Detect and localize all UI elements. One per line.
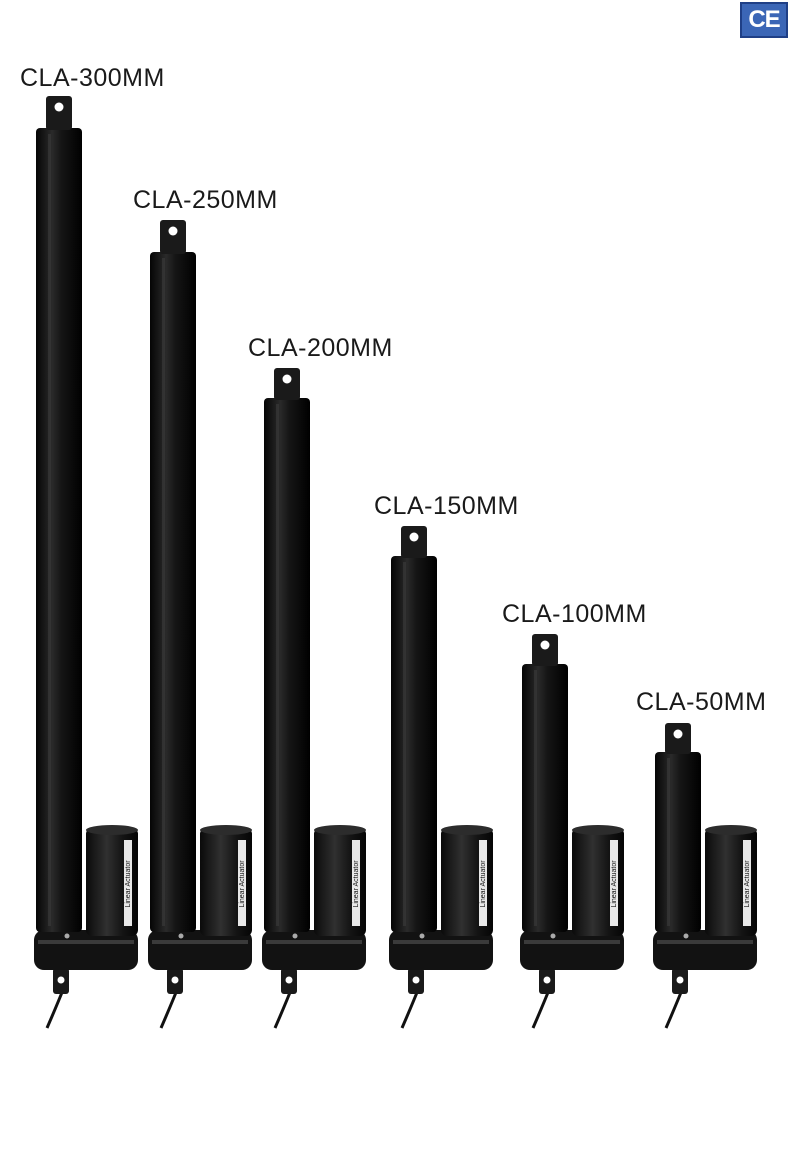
motor-label-text: Linear Actuator [480, 860, 487, 908]
actuator-5: Linear Actuator [520, 634, 624, 1029]
base-bolt [419, 933, 425, 939]
rod-eye-hole [673, 729, 683, 739]
base-bolt [178, 933, 184, 939]
rod-end [401, 526, 427, 558]
gearbox-seam [524, 940, 620, 944]
outer-tube [150, 252, 196, 932]
motor-label-text: Linear Actuator [125, 860, 132, 908]
rod-end [46, 96, 72, 130]
actuator-2: Linear Actuator [148, 220, 252, 1029]
actuator-1: Linear Actuator [34, 96, 138, 1029]
motor-cap [572, 825, 624, 835]
model-label-150mm: CLA-150MM [374, 492, 519, 520]
base-bolt [683, 933, 689, 939]
outer-tube [36, 128, 82, 932]
base-bolt [64, 933, 70, 939]
motor-label-strip [238, 840, 246, 926]
tube-highlight [667, 758, 670, 926]
tube-highlight [534, 670, 537, 926]
rear-mount-hole [543, 976, 551, 984]
rod-eye-hole [54, 102, 64, 112]
model-label-300mm: CLA-300MM [20, 64, 165, 92]
outer-tube [264, 398, 310, 932]
rear-mount-hole [676, 976, 684, 984]
motor-label-strip [479, 840, 487, 926]
motor-cap [200, 825, 252, 835]
actuator-3: Linear Actuator [262, 368, 366, 1029]
motor-label-text: Linear Actuator [611, 860, 618, 908]
outer-tube [391, 556, 437, 932]
motor-label-strip [743, 840, 751, 926]
motor-label-text: Linear Actuator [353, 860, 360, 908]
ce-mark-text: CE [748, 6, 780, 33]
motor-cap [441, 825, 493, 835]
motor-cap [314, 825, 366, 835]
rod-end [160, 220, 186, 254]
gearbox-seam [152, 940, 248, 944]
actuator-4: Linear Actuator [389, 526, 493, 1029]
motor-label-strip [610, 840, 618, 926]
gearbox-seam [393, 940, 489, 944]
base-bolt [550, 933, 556, 939]
rod-eye-hole [168, 226, 178, 236]
rear-mount-hole [171, 976, 179, 984]
tube-highlight [162, 258, 165, 926]
model-label-200mm: CLA-200MM [248, 334, 393, 362]
actuator-6: Linear Actuator [653, 723, 757, 1029]
tube-highlight [48, 134, 51, 926]
rear-mount-hole [57, 976, 65, 984]
motor-label-text: Linear Actuator [744, 860, 751, 908]
rod-end [274, 368, 300, 400]
model-label-50mm: CLA-50MM [636, 688, 767, 716]
tube-highlight [403, 562, 406, 926]
rear-mount-hole [412, 976, 420, 984]
outer-tube [655, 752, 701, 932]
rod-eye-hole [282, 374, 292, 384]
motor-cap [705, 825, 757, 835]
gearbox-seam [657, 940, 753, 944]
rod-end [532, 634, 558, 666]
model-label-250mm: CLA-250MM [133, 186, 278, 214]
motor-label-strip [124, 840, 132, 926]
gearbox-seam [266, 940, 362, 944]
motor-cap [86, 825, 138, 835]
rear-mount-hole [285, 976, 293, 984]
tube-highlight [276, 404, 279, 926]
ce-mark-badge: CE [740, 2, 788, 38]
outer-tube [522, 664, 568, 932]
base-bolt [292, 933, 298, 939]
gearbox-seam [38, 940, 134, 944]
motor-label-text: Linear Actuator [239, 860, 246, 908]
rod-eye-hole [540, 640, 550, 650]
model-label-100mm: CLA-100MM [502, 600, 647, 628]
rod-eye-hole [409, 532, 419, 542]
motor-label-strip [352, 840, 360, 926]
